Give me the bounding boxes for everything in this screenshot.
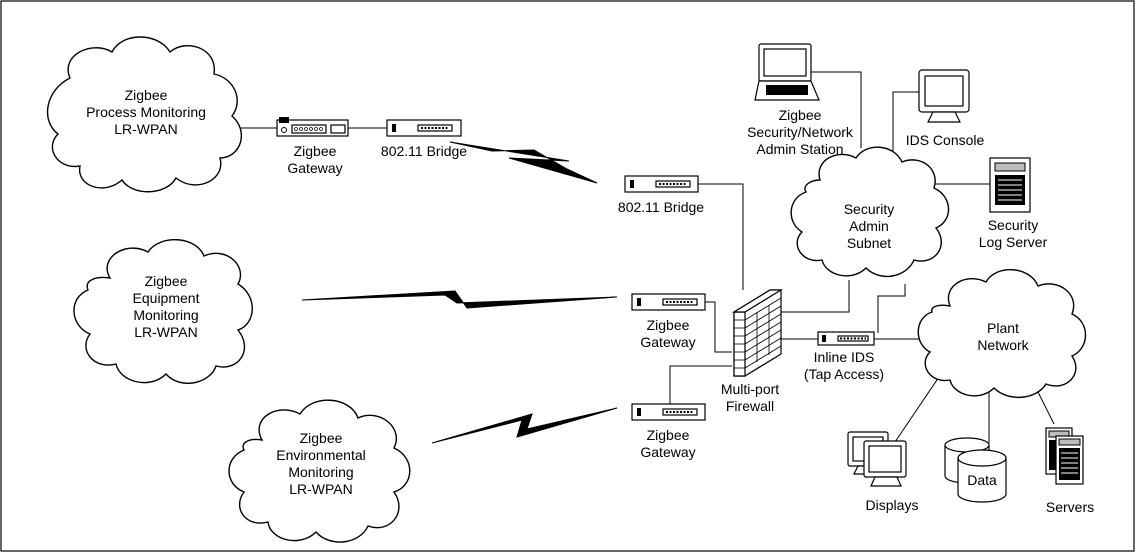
zigbee-gateway-top: Zigbee Gateway: [276, 117, 349, 176]
admin-station-label-1: Zigbee: [779, 107, 822, 123]
gateway-low-label-2: Gateway: [640, 444, 695, 460]
admin-station-laptop: Zigbee Security/Network Admin Station: [747, 43, 854, 157]
zigbee-gateway-middle: Zigbee Gateway: [631, 293, 706, 350]
cloud-process-line-3: LR-WPAN: [114, 121, 178, 137]
cloud-plant-line-1: Plant: [987, 320, 1019, 336]
wireless-links: [301, 141, 618, 444]
bridge-right-label: 802.11 Bridge: [618, 199, 704, 215]
cloud-environmental-line-3: Monitoring: [288, 464, 353, 480]
multi-port-firewall: Multi-port Firewall: [721, 289, 784, 414]
servers-label: Servers: [1046, 499, 1094, 515]
bridge-left-label: 802.11 Bridge: [381, 143, 467, 159]
cloud-security-line-2: Admin: [849, 218, 889, 234]
data-storage: Data: [944, 437, 1007, 503]
link-plant-displays: [892, 367, 946, 446]
cloud-environmental-line-2: Environmental: [276, 447, 366, 463]
cloud-equipment-line-2: Equipment: [133, 290, 200, 306]
ids-console-monitor: IDS Console: [906, 69, 985, 148]
displays-monitors: Displays: [847, 431, 919, 513]
wireless-link-bottom: [431, 407, 618, 444]
log-server-label-1: Security: [988, 217, 1039, 233]
gateway-top-label-1: Zigbee: [294, 143, 337, 159]
gateway-low-label-1: Zigbee: [647, 427, 690, 443]
servers-rack: Servers: [1045, 427, 1094, 515]
cloud-equipment-line-4: LR-WPAN: [134, 324, 198, 340]
cloud-security-line-3: Subnet: [847, 235, 891, 251]
firewall-label-2: Firewall: [726, 398, 774, 414]
wireless-link-middle: [301, 290, 618, 309]
security-log-server: Security Log Server: [979, 157, 1048, 250]
cloud-security-line-1: Security: [844, 201, 895, 217]
link-ids-console-subnet: [892, 91, 919, 175]
gateway-mid-label-1: Zigbee: [647, 317, 690, 333]
wireless-bridge-right: 802.11 Bridge: [618, 175, 704, 215]
gateway-mid-label-2: Gateway: [640, 334, 695, 350]
link-ids-subnet: [877, 284, 906, 333]
cloud-environmental-line-4: LR-WPAN: [289, 481, 353, 497]
cloud-environmental-line-1: Zigbee: [300, 430, 343, 446]
cloud-process-line-2: Process Monitoring: [86, 104, 206, 120]
inline-ids-label-2: (Tap Access): [804, 366, 884, 382]
admin-station-label-2: Security/Network: [747, 124, 854, 140]
cloud-equipment-line-1: Zigbee: [145, 273, 188, 289]
cloud-plant-network: Plant Network: [917, 268, 1087, 399]
wireless-link-top: [449, 141, 598, 184]
cloud-environmental-monitoring: Zigbee Environmental Monitoring LR-WPAN: [228, 399, 411, 543]
log-server-label-2: Log Server: [979, 234, 1048, 250]
cloud-equipment-line-3: Monitoring: [133, 307, 198, 323]
zigbee-gateway-lower: Zigbee Gateway: [631, 403, 706, 460]
wireless-bridge-left: 802.11 Bridge: [381, 119, 467, 159]
cloud-security-admin-subnet: Security Admin Subnet: [790, 146, 950, 278]
admin-station-label-3: Admin Station: [756, 141, 843, 157]
link-gateway-mid-firewall: [705, 301, 732, 353]
cloud-process-line-1: Zigbee: [125, 87, 168, 103]
inline-ids-device: Inline IDS (Tap Access): [804, 331, 884, 382]
ids-console-label: IDS Console: [906, 132, 985, 148]
data-label: Data: [967, 472, 997, 488]
cloud-plant-line-2: Network: [977, 337, 1029, 353]
firewall-label-1: Multi-port: [721, 381, 779, 397]
inline-ids-label-1: Inline IDS: [814, 349, 875, 365]
displays-label: Displays: [866, 497, 919, 513]
gateway-top-label-2: Gateway: [287, 160, 342, 176]
link-bridge-firewall: [698, 183, 744, 290]
cloud-process-monitoring: Zigbee Process Monitoring LR-WPAN: [46, 36, 243, 193]
cloud-equipment-monitoring: Zigbee Equipment Monitoring LR-WPAN: [73, 238, 253, 384]
link-firewall-subnet: [781, 280, 850, 313]
